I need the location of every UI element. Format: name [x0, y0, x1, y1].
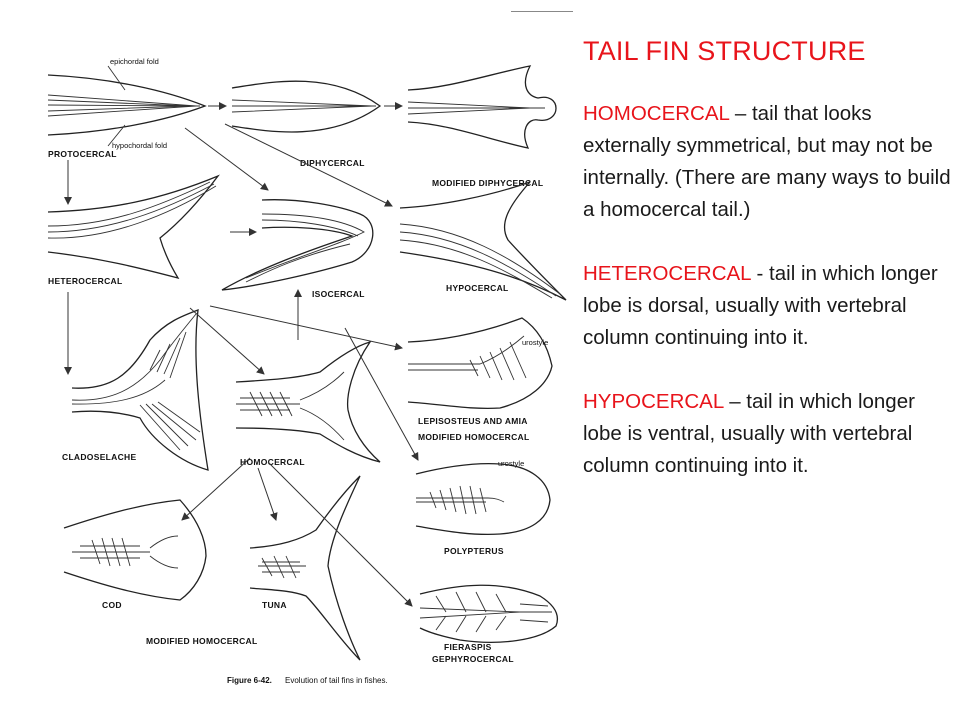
definition-hypocercal: HYPOCERCAL – tail in which longer lobe i… — [583, 386, 953, 482]
slide-title: TAIL FIN STRUCTURE — [583, 36, 866, 66]
hypocercal-label: HYPOCERCAL — [446, 283, 509, 293]
cladoselache-tail — [71, 309, 209, 471]
term-homocercal: HOMOCERCAL — [583, 102, 730, 125]
homocercal-label: HOMOCERCAL — [240, 457, 305, 467]
homocercal-tail — [235, 340, 381, 463]
term-hypocercal: HYPOCERCAL — [583, 390, 724, 413]
fieraspis-label: FIERASPIS — [444, 642, 492, 652]
tuna-label: TUNA — [262, 600, 287, 610]
cladoselache-label: CLADOSELACHE — [62, 452, 136, 462]
diphycercal-tail — [231, 80, 382, 133]
hypochordal-fold-pointer — [107, 124, 126, 147]
figure-caption-text: Evolution of tail fins in fishes. — [285, 676, 388, 685]
tuna-tail — [249, 475, 361, 661]
modified-diphycercal-label: MODIFIED DIPHYCERCAL — [432, 178, 543, 188]
definition-heterocercal: HETEROCERCAL - tail in which longer lobe… — [583, 258, 953, 354]
term-heterocercal: HETEROCERCAL — [583, 262, 751, 285]
protocercal-label: PROTOCERCAL — [48, 149, 117, 159]
heterocercal-label: HETEROCERCAL — [48, 276, 122, 286]
lepisosteus-tail — [407, 317, 553, 410]
modified-diphycercal-tail — [407, 65, 557, 149]
diphycercal-label: DIPHYCERCAL — [300, 158, 365, 168]
definition-homocercal-text: – tail that looks externally symmetrical… — [583, 102, 951, 221]
fieraspis-tail — [419, 584, 559, 643]
hypochordal-fold-label: hypochordal fold — [112, 141, 167, 150]
definition-homocercal: HOMOCERCAL – tail that looks externally … — [583, 98, 953, 226]
urostyle-label-2: urostyle — [498, 459, 524, 468]
urostyle-label-1: urostyle — [522, 338, 548, 347]
isocercal-tail — [221, 199, 374, 291]
protocercal-tail — [47, 74, 207, 136]
modified-homocercal-label-1: MODIFIED HOMOCERCAL — [418, 432, 529, 442]
definition-hypocercal-text: – tail in which longer lobe is ventral, … — [583, 390, 915, 477]
polypterus-label: POLYPTERUS — [444, 546, 504, 556]
tail-fin-evolution-figure: epichordal fold hypochordal fold PROTOCE… — [47, 57, 567, 685]
evolution-arrows — [64, 102, 419, 607]
heterocercal-tail — [47, 174, 220, 280]
hypocercal-tail — [399, 180, 567, 301]
epichordal-fold-label: epichordal fold — [110, 57, 159, 66]
text-panel: TAIL FIN STRUCTURE HOMOCERCAL – tail tha… — [583, 34, 953, 514]
top-rule — [511, 11, 573, 12]
epichordal-fold-pointer — [107, 65, 126, 91]
cod-label: COD — [102, 600, 122, 610]
figure-caption-number: Figure 6-42. — [227, 676, 272, 685]
polypterus-tail — [415, 462, 551, 536]
gephyrocercal-label: GEPHYROCERCAL — [432, 654, 514, 664]
cod-tail — [63, 499, 207, 601]
lepisosteus-label: LEPISOSTEUS AND AMIA — [418, 416, 528, 426]
isocercal-label: ISOCERCAL — [312, 289, 365, 299]
modified-homocercal-label-2: MODIFIED HOMOCERCAL — [146, 636, 257, 646]
definition-heterocercal-text: - tail in which longer lobe is dorsal, u… — [583, 262, 938, 349]
